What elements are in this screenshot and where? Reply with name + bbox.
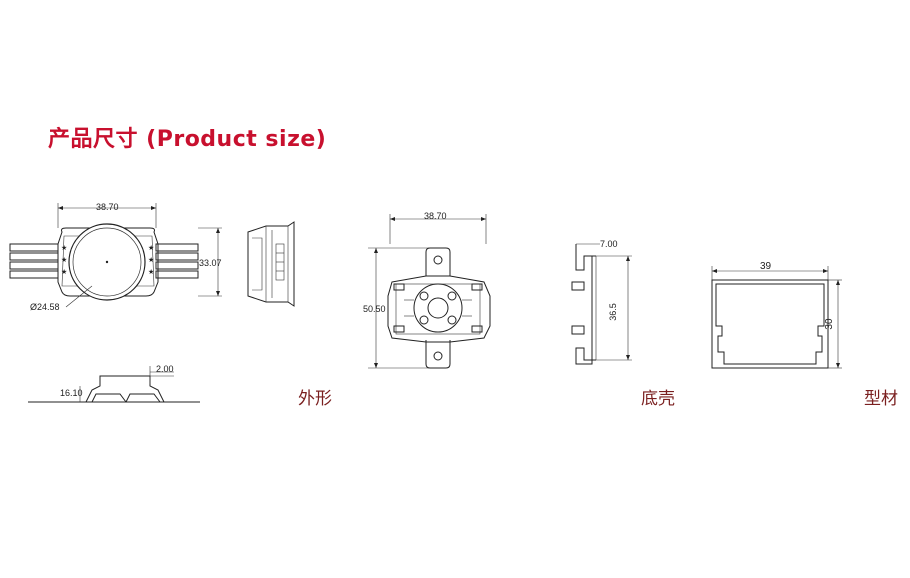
dim-side-step: 2.00 [156,364,174,374]
caption-base: 底壳 [641,389,675,409]
base-top-view: 38.70 50.50 [363,211,491,369]
dim-base-height: 50.50 [363,304,386,314]
dim-profile-width: 39 [760,261,772,272]
page-title: 产品尺寸 (Product size) [48,127,327,152]
svg-text:★: ★ [61,244,67,252]
profile-view: 39 30 [711,261,842,369]
dim-front-width: 38.70 [96,202,119,212]
caption-exterior: 外形 [298,389,332,409]
dim-base-width: 38.70 [424,211,447,221]
dim-base-side-top: 7.00 [600,239,618,249]
dim-side-thickness: 16.10 [60,388,83,398]
dim-lens-diameter: Ø24.58 [30,302,60,312]
caption-profile: 型材 [864,389,898,409]
dim-profile-height: 30 [824,318,835,330]
side-view [247,221,295,307]
base-side-view: 7.00 36.5 [571,239,632,365]
dim-front-height: 33.07 [199,258,222,268]
svg-text:★: ★ [148,244,154,252]
svg-text:★: ★ [61,268,67,276]
front-view: 38.70 ★ ★ ★ ★ ★ ★ 33.07 Ø24.58 [9,202,222,312]
svg-text:★: ★ [148,256,154,264]
svg-text:★: ★ [148,268,154,276]
bottom-side-view: 2.00 16.10 [28,364,200,403]
dim-base-side-height: 36.5 [608,303,618,321]
svg-text:★: ★ [61,256,67,264]
